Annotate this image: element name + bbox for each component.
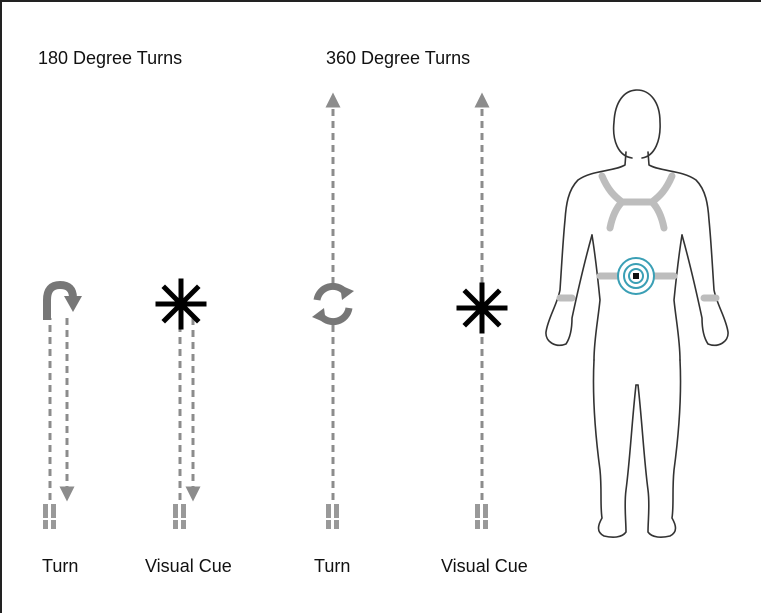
asterisk-visual-cue-icon [158, 281, 204, 327]
u-turn-arrow-icon [47, 285, 82, 320]
footprints-icon [173, 504, 186, 529]
human-body-figure [546, 90, 728, 537]
footprints-icon [475, 504, 488, 529]
visual-cue-180-path [180, 318, 193, 500]
footprints-icon [326, 504, 339, 529]
circular-rotate-arrows-icon [312, 284, 354, 324]
body-sensor-icon [618, 258, 654, 294]
asterisk-visual-cue-icon [458, 285, 506, 331]
turn-180-path [50, 318, 67, 500]
footprints-icon [43, 504, 56, 529]
